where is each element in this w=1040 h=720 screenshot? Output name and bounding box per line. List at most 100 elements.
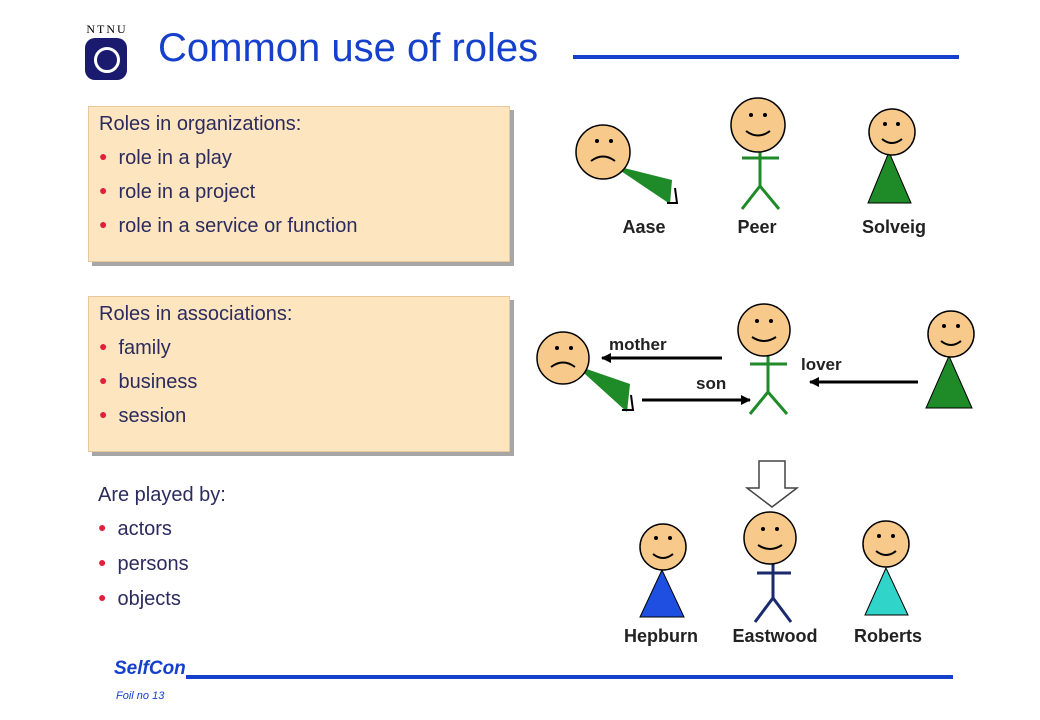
solveig-mouth [881,138,903,144]
bullet-dot: ● [98,589,107,605]
hepburn-face [639,523,687,571]
footer-brand: SelfCon [114,658,186,679]
logo-ring [94,47,120,73]
aase-figure [575,124,679,204]
organizations-item: ●role in a service or function [99,215,357,238]
mother-hand [622,394,635,411]
face-eye [555,346,559,350]
face-eye [761,527,765,531]
roberts-figure [862,520,910,616]
face-eye [569,346,573,350]
label-mother: mother [609,335,667,354]
bullet-dot: ● [99,148,108,164]
hepburn-body [639,568,685,618]
lover-figure [925,310,975,409]
roberts-body [864,566,909,616]
peer-figure [730,97,786,210]
face-eye [891,534,895,538]
associations-item-label: session [118,405,187,427]
aase-body [612,165,672,204]
eastwood-mouth [757,544,783,550]
son-mouth [751,336,777,342]
eastwood-figure [743,511,797,623]
mother-face [536,331,590,385]
organizations-box: Roles in organizations: ●role in a play … [88,106,510,262]
associations-box: Roles in associations: ● family ● business… [88,296,510,452]
face-eye [763,113,767,117]
label-son: son [696,374,726,393]
son-figure [737,303,791,415]
son-face [737,303,791,357]
eastwood-leg [753,597,775,623]
associations-item: ● session [99,405,186,428]
ntnu-logo: NTNU [84,22,130,82]
transition-arrow [744,460,800,508]
organizations-heading: Roles in organizations: [99,113,302,135]
name-solveig: Solveig [862,217,926,237]
son-leg [766,391,789,415]
bullet-dot: ● [99,216,108,232]
organizations-item: ● role in a project [99,181,255,204]
bullet-dot: ● [99,372,108,388]
face-eye [749,113,753,117]
face-eye [775,527,779,531]
played-by-item: ● objects [98,588,181,611]
bullet-dot: ● [98,554,107,570]
peer-leg [758,185,781,210]
lover-face [927,310,975,358]
mother-body [575,365,630,412]
face-eye [942,324,946,328]
lover-mouth [940,340,962,346]
eastwood-leg [771,597,793,623]
face-eye [755,319,759,323]
name-roberts: Roberts [854,626,922,646]
solveig-face [868,108,916,156]
face-eye [956,324,960,328]
hepburn-figure [639,523,687,618]
mother-figure [536,331,635,412]
aase-mouth [590,155,616,162]
bullet-dot: ● [99,406,108,422]
associations-item: ● business [99,371,197,394]
played-by-item: ● persons [98,553,189,576]
organizations-item-label: role in a project [118,181,256,203]
associations-item-label: business [118,371,198,393]
face-eye [883,122,887,126]
organizations-item-label: role in a play [118,147,232,169]
roberts-face [862,520,910,568]
associations-item-label: family [118,337,171,359]
face-eye [769,319,773,323]
eastwood-face [743,511,797,565]
lover-body [925,354,973,409]
played-by-item-label: objects [117,588,181,610]
bullet-dot: ● [99,338,108,354]
played-by-item-label: persons [117,553,189,575]
peer-mouth [745,130,771,137]
name-peer: Peer [737,217,776,237]
logo-text: NTNU [86,22,128,36]
son-leg [748,391,770,415]
title-rule [573,55,959,59]
footer-foil-number: Foil no 13 [116,690,165,702]
face-eye [654,536,658,540]
bullet-dot: ● [98,519,107,535]
played-by-heading: Are played by: [98,484,226,506]
associations-heading: Roles in associations: [99,303,293,325]
name-hepburn: Hepburn [624,626,698,646]
footer-rule [186,675,953,679]
name-eastwood: Eastwood [732,626,817,646]
peer-leg [740,185,762,210]
solveig-figure [867,108,916,204]
bullet-dot: ● [99,182,108,198]
name-aase: Aase [622,217,665,237]
mother-mouth [550,361,576,368]
page-title: Common use of roles [158,26,539,70]
face-eye [896,122,900,126]
label-lover: lover [801,355,842,374]
face-eye [877,534,881,538]
played-by-item-label: actors [117,518,172,540]
peer-face [730,97,786,153]
roberts-mouth [875,550,897,556]
face-eye [609,139,613,143]
